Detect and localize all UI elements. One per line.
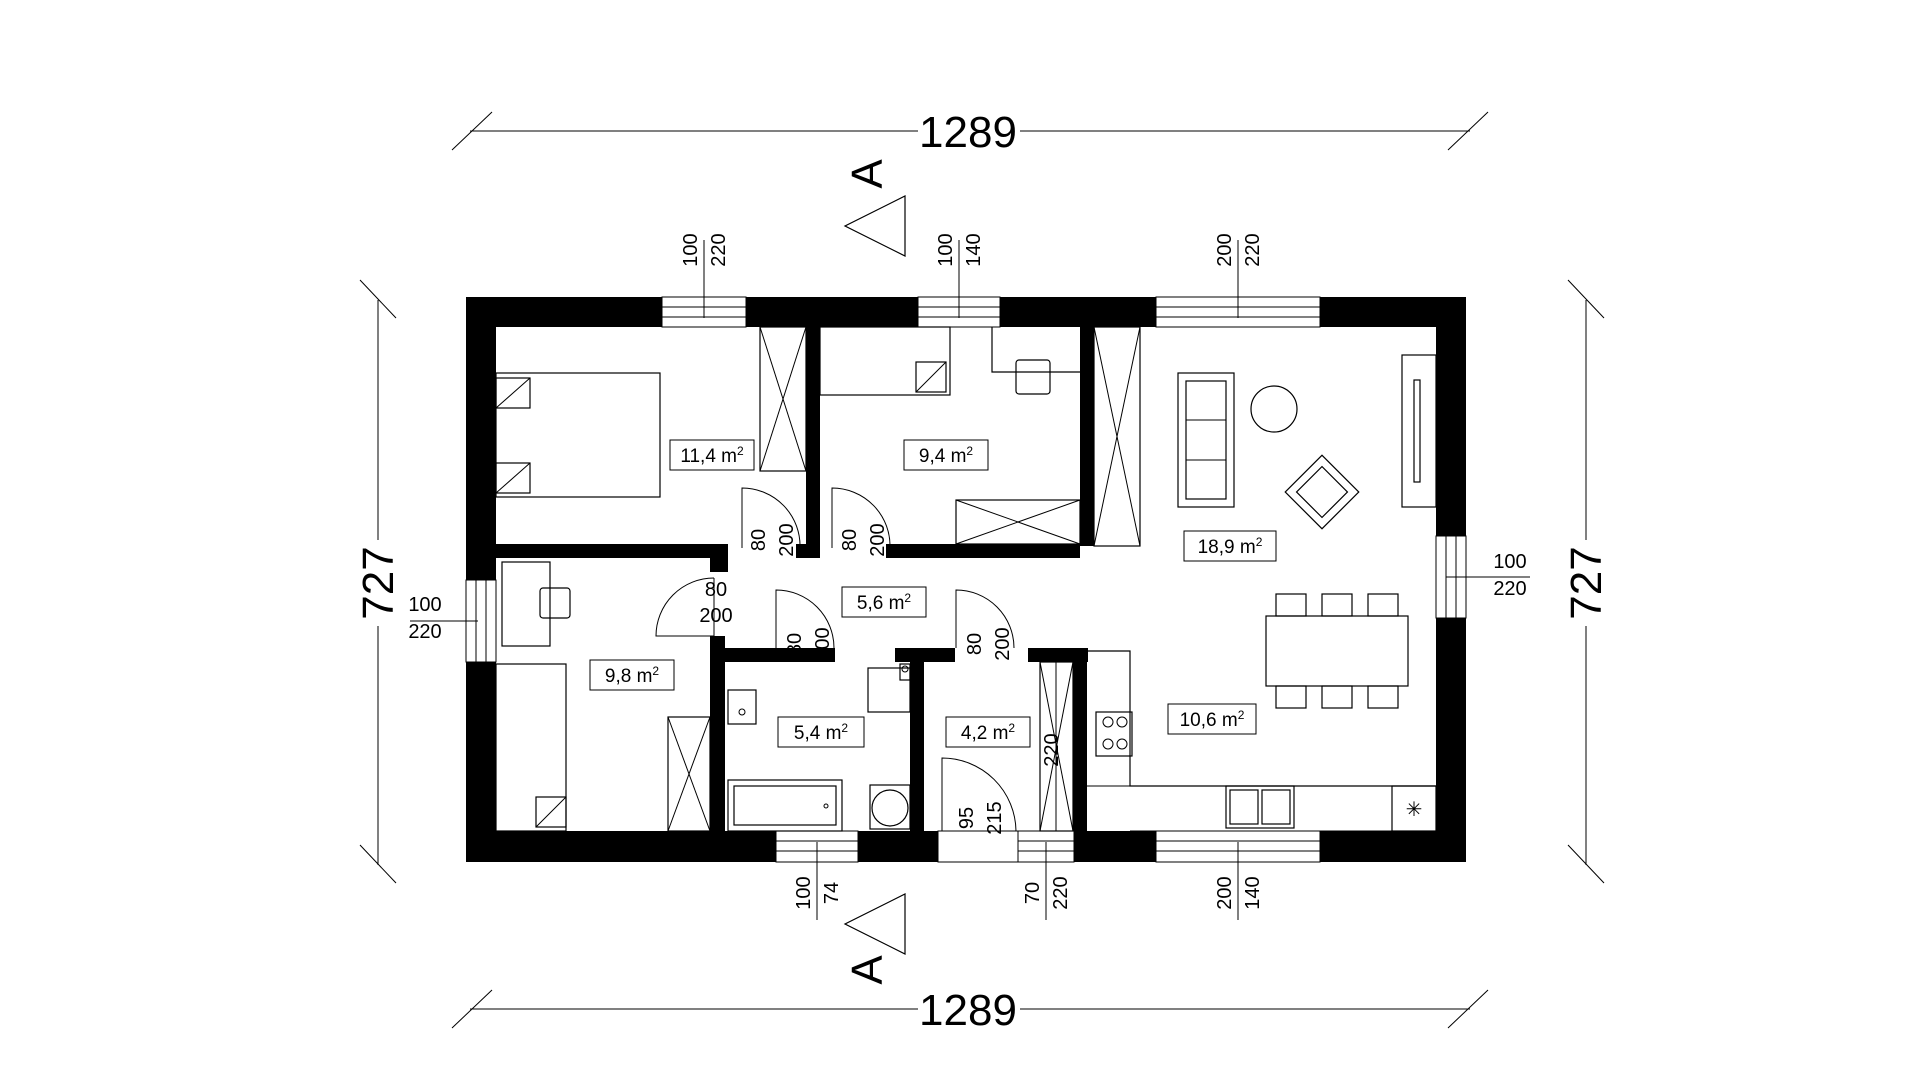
window-top-1-height: 220 [708,233,730,266]
bottom-width-dimension: 1289 [919,986,1017,1035]
section-marker-top: A [843,159,906,257]
room-label-study: 9,8 m2 [589,659,675,691]
section-marker-bottom: A [843,893,906,985]
interior-walls [496,327,1094,831]
svg-text:5,4 m2: 5,4 m2 [794,721,849,744]
door-bedroom-2-width: 80 [839,529,861,551]
room-label-kitchen: 10,6 m2 [1167,703,1257,735]
room-label-bedroom-2: 9,4 m2 [903,439,989,471]
top-width-dimension: 1289 [919,108,1017,157]
left-height-dimension: 727 [354,546,403,619]
doors [655,487,1017,832]
svg-text:4,2 m2: 4,2 m2 [961,721,1016,744]
window-top-3-height: 220 [1242,233,1264,266]
window-bottom-2-height: 220 [1050,876,1072,909]
window-top-2-width: 100 [935,233,957,266]
window-right-1-width: 100 [1493,551,1526,573]
window-top-2-height: 140 [963,233,985,266]
right-height-dimension: 727 [1562,546,1611,619]
window-bottom-1-height: 74 [821,882,843,904]
door-bedroom-1-height: 200 [776,523,798,556]
svg-text:18,9 m2: 18,9 m2 [1198,535,1263,558]
section-label-bottom: A [843,955,892,985]
door-bathroom-width: 80 [784,633,806,655]
door-entrance-width: 95 [956,807,978,829]
svg-text:✳: ✳ [1406,799,1423,821]
window-bottom-2-width: 70 [1022,882,1044,904]
outer-walls [466,297,1466,862]
window-leaders [410,240,1530,920]
room-label-living: 18,9 m2 [1183,530,1277,562]
door-study-width: 80 [705,579,727,601]
section-label-top: A [843,159,892,189]
door-bathroom-height: 200 [812,627,834,660]
window-top-1-width: 100 [680,233,702,266]
window-bottom-3-height: 140 [1242,876,1264,909]
svg-text:9,8 m2: 9,8 m2 [605,664,660,687]
svg-text:5,6 m2: 5,6 m2 [857,591,912,614]
window-right-1-height: 220 [1493,578,1526,600]
svg-text:9,4 m2: 9,4 m2 [919,444,974,467]
window-left-1-height: 220 [408,621,441,643]
door-bedroom-1-width: 80 [748,529,770,551]
door-bedroom-2-height: 200 [867,523,889,556]
door-study-height: 200 [699,605,732,627]
windows [465,296,1467,863]
window-bottom-1-width: 100 [793,876,815,909]
svg-text:10,6 m2: 10,6 m2 [1180,708,1245,731]
furniture: ✳ [495,326,1437,832]
door-utility-height: 200 [992,627,1014,660]
room-label-utility: 4,2 m2 [945,716,1031,748]
window-left-1-width: 100 [408,594,441,616]
room-label-bedroom-1: 11,4 m2 [669,439,755,471]
door-entrance-height: 215 [984,801,1006,834]
window-top-3-width: 200 [1214,233,1236,266]
window-bottom-3-width: 200 [1214,876,1236,909]
svg-text:11,4 m2: 11,4 m2 [680,444,744,467]
room-label-hall: 5,6 m2 [841,586,927,618]
door-utility-width: 80 [964,633,986,655]
room-label-bathroom: 5,4 m2 [777,716,865,748]
